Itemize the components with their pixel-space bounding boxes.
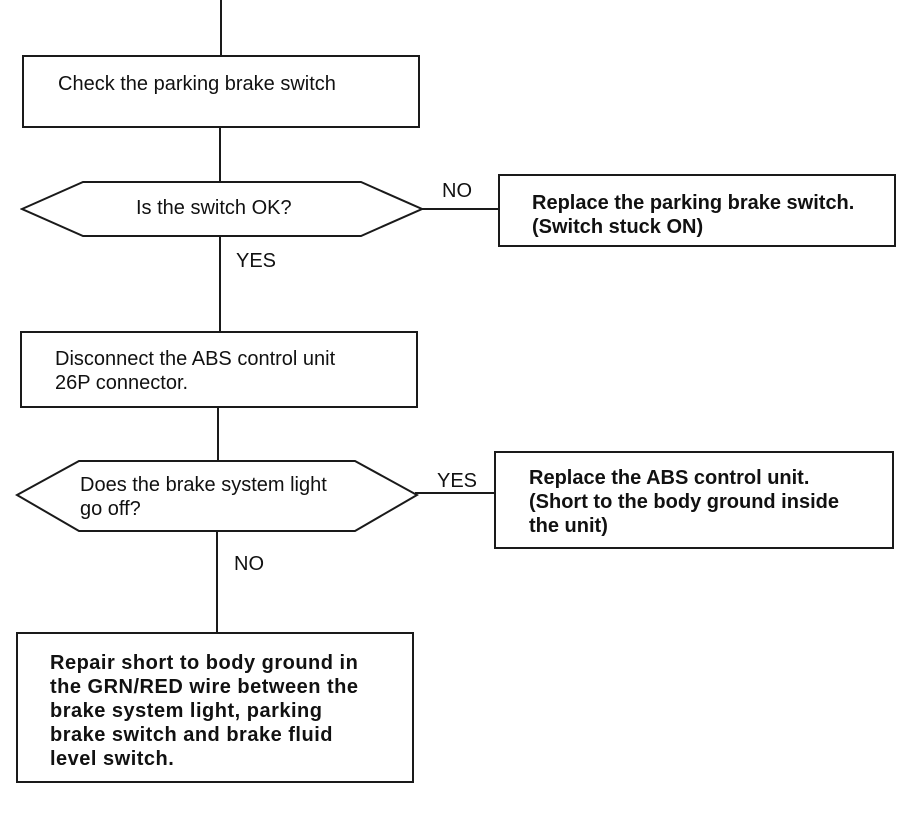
connector-decision1-no <box>421 208 499 210</box>
result-repair-line5: level switch. <box>50 748 175 770</box>
decision-light-off-line2: go off? <box>80 498 141 520</box>
result-repair-line3: brake system light, parking <box>50 700 323 722</box>
decision-switch-ok-shape <box>20 181 424 237</box>
decision-light-off-text: Does the brake system light go off? <box>80 473 327 521</box>
label-yes-1: YES <box>236 250 277 272</box>
result-repair-line4: brake switch and brake fluid <box>50 724 333 746</box>
connector-decision2-yes <box>415 492 496 494</box>
decision-light-off-shape <box>15 460 419 532</box>
connector-decision1-yes <box>219 233 221 332</box>
step-check-parking-brake-switch: Check the parking brake switch <box>22 55 420 128</box>
result-replace-abs-control-unit: Replace the ABS control unit. (Short to … <box>494 451 894 549</box>
result-replace-switch-line1: Replace the parking brake switch. <box>532 192 855 214</box>
connector-top-entry <box>220 0 222 56</box>
result-replace-abs-line1: Replace the ABS control unit. <box>529 467 810 489</box>
step-disconnect-abs-connector: Disconnect the ABS control unit 26P conn… <box>20 331 418 408</box>
result-replace-parking-brake-switch: Replace the parking brake switch. (Switc… <box>498 174 896 247</box>
connector-decision2-no <box>216 530 218 634</box>
result-repair-line2: the GRN/RED wire between the <box>50 676 359 698</box>
result-repair-short-to-ground: Repair short to body ground in the GRN/R… <box>16 632 414 783</box>
label-no-1: NO <box>442 180 472 202</box>
decision-light-off-line1: Does the brake system light <box>80 474 327 496</box>
result-replace-switch-line2: (Switch stuck ON) <box>532 216 704 238</box>
label-no-2: NO <box>234 553 264 575</box>
connector-disconnect-to-decision2 <box>217 406 219 460</box>
result-repair-line1: Repair short to body ground in <box>50 652 359 674</box>
step-disconnect-line2: 26P connector. <box>55 372 189 394</box>
decision-switch-ok-text: Is the switch OK? <box>136 197 292 219</box>
connector-check-to-decision1 <box>219 127 221 181</box>
result-replace-abs-line3: the unit) <box>529 515 608 537</box>
step-check-text: Check the parking brake switch <box>58 73 336 95</box>
label-yes-2: YES <box>437 470 478 492</box>
result-replace-abs-line2: (Short to the body ground inside <box>529 491 839 513</box>
step-disconnect-line1: Disconnect the ABS control unit <box>55 348 336 370</box>
